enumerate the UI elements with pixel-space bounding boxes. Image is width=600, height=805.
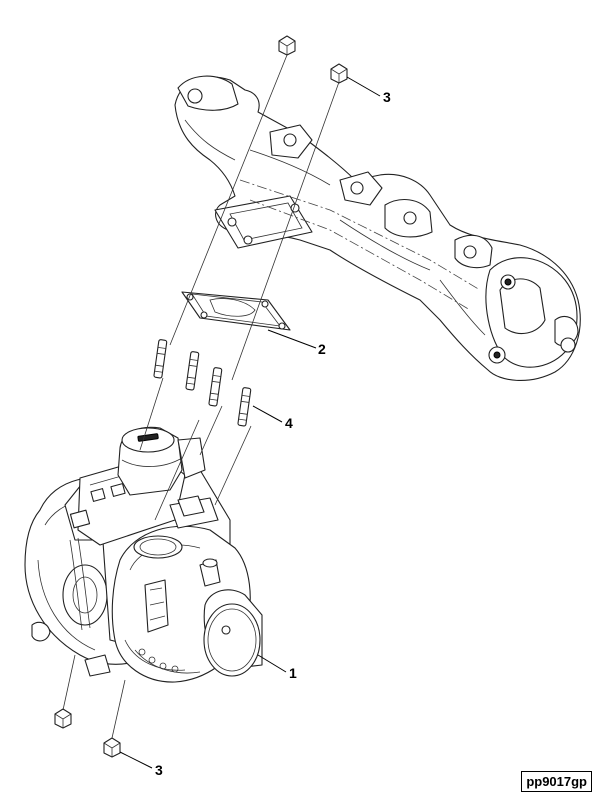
exhaust-manifold xyxy=(174,75,581,382)
callout-item-1-turbocharger: 1 xyxy=(289,665,297,681)
figure-id-label: pp9017gp xyxy=(521,771,592,792)
callout-item-4-stud: 4 xyxy=(285,415,293,431)
gasket xyxy=(181,291,291,331)
leader-lines xyxy=(119,76,381,769)
callout-item-3-nut-top: 3 xyxy=(383,89,391,105)
stud xyxy=(153,339,252,427)
alignment-lines xyxy=(62,54,340,739)
callout-item-3-nut-bottom: 3 xyxy=(155,762,163,778)
callout-item-2-gasket: 2 xyxy=(318,341,326,357)
turbocharger-assembly xyxy=(24,426,263,683)
nut xyxy=(54,35,348,758)
